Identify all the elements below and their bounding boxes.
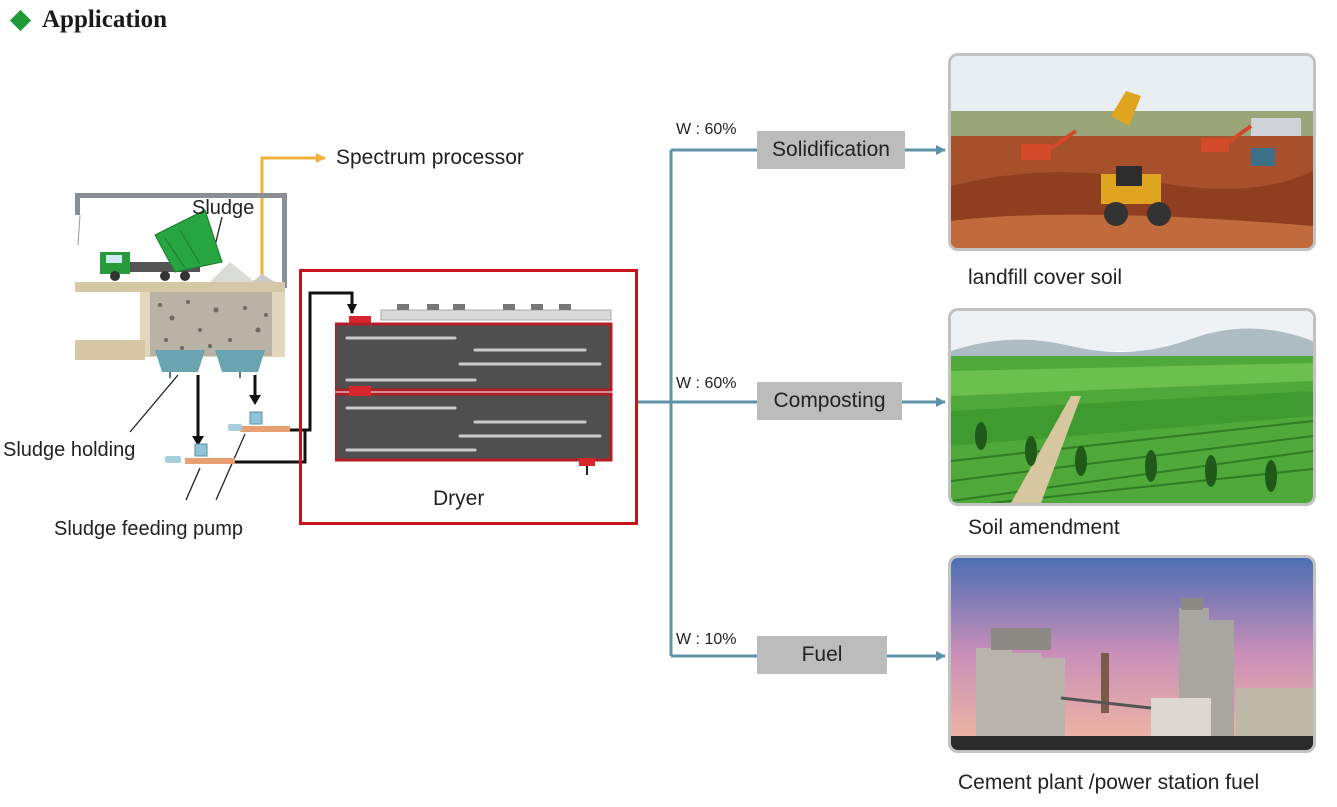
photo-farmland bbox=[948, 308, 1316, 506]
spectrum-processor-label: Spectrum processor bbox=[336, 146, 524, 169]
use-label-2: Soil amendment bbox=[968, 516, 1120, 539]
holding-leader bbox=[129, 374, 179, 433]
photo-cement-plant bbox=[948, 555, 1316, 753]
dryer-label: Dryer bbox=[433, 487, 485, 510]
step-box-composting: Composting bbox=[757, 382, 902, 420]
sludge-plant-illustration bbox=[75, 193, 290, 464]
sludge-label: Sludge bbox=[192, 197, 255, 219]
feed-pipe-lower bbox=[205, 430, 307, 464]
water-content-label-2: W : 60% bbox=[676, 375, 737, 392]
sludge-holding-label: Sludge holding bbox=[3, 439, 136, 461]
step-box-fuel: Fuel bbox=[757, 636, 887, 674]
use-label-3: Cement plant /power station fuel bbox=[958, 771, 1260, 794]
spectrum-line bbox=[260, 153, 326, 278]
step-box-solidification: Solidification bbox=[757, 131, 905, 169]
use-label-1: landfill cover soil bbox=[968, 266, 1123, 289]
dryer-frame bbox=[299, 269, 638, 525]
sludge-feeding-pump-label: Sludge feeding pump bbox=[54, 518, 244, 540]
pump-leader-2 bbox=[215, 433, 246, 501]
water-content-label-3: W : 10% bbox=[676, 631, 737, 648]
feed-pipe-upper bbox=[290, 291, 357, 432]
section-title: Application bbox=[9, 6, 168, 34]
pump-leader-1 bbox=[185, 467, 201, 501]
photo-excavator-site bbox=[948, 53, 1316, 251]
section-title-text: Application bbox=[42, 6, 168, 33]
water-content-label-1: W : 60% bbox=[676, 121, 737, 138]
dryer-illustration bbox=[335, 304, 613, 475]
